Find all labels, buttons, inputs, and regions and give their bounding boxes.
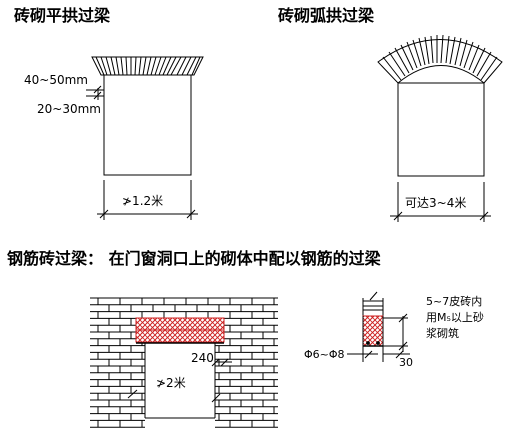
curved-arch-title: 砖砌弧拱过梁 <box>278 6 375 25</box>
section-bar-label: Φ6~Φ8 <box>304 348 345 361</box>
rebar-lintel-span-label: ≯2米 <box>156 376 186 390</box>
section-note-line3: 浆砌筑 <box>426 327 459 340</box>
curved-arch-wall <box>397 82 485 177</box>
curved-arch-voussoirs <box>382 34 498 81</box>
flat-arch-wall <box>103 74 192 176</box>
flat-arch-voussoirs <box>95 56 201 76</box>
section-drawing <box>347 291 410 362</box>
section-rebar-zone <box>362 315 384 347</box>
flat-arch-span-label: ≯1.2米 <box>122 194 164 208</box>
curved-arch-drawing <box>377 34 503 222</box>
flat-arch-height-label: 40~50mm <box>24 73 88 87</box>
section-note-line2: 用M₅以上砂 <box>426 311 484 324</box>
rebar-lintel-title: 钢筋砖过梁： 在门窗洞口上的砌体中配以钢筋的过梁 <box>7 249 381 268</box>
curved-arch-span-label: 可达3~4米 <box>405 196 467 210</box>
section-note-line1: 5~7皮砖内 <box>426 295 483 308</box>
rebar-lintel-240-label: 240 <box>191 351 214 365</box>
rebar-lintel-drawing <box>90 297 278 437</box>
flat-arch-bearing-label: 20~30mm <box>37 102 101 116</box>
section-cover-label: 30 <box>399 356 413 369</box>
flat-arch-title: 砖砌平拱过梁 <box>14 6 111 25</box>
flat-arch-drawing <box>86 56 204 220</box>
